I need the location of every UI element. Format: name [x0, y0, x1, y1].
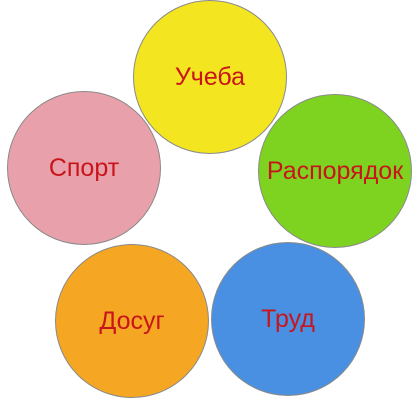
circle-sport: Спорт [7, 91, 161, 245]
circle-routine-label: Распорядок [266, 156, 404, 185]
circle-work: Труд [211, 242, 365, 396]
circle-study-label: Учеба [174, 62, 246, 91]
circle-study: Учеба [133, 0, 287, 154]
circle-routine: Распорядок [258, 94, 412, 248]
circle-sport-label: Спорт [48, 153, 120, 182]
circle-work-label: Труд [261, 304, 315, 333]
circle-leisure: Досуг [55, 244, 209, 398]
circle-leisure-label: Досуг [99, 306, 165, 335]
